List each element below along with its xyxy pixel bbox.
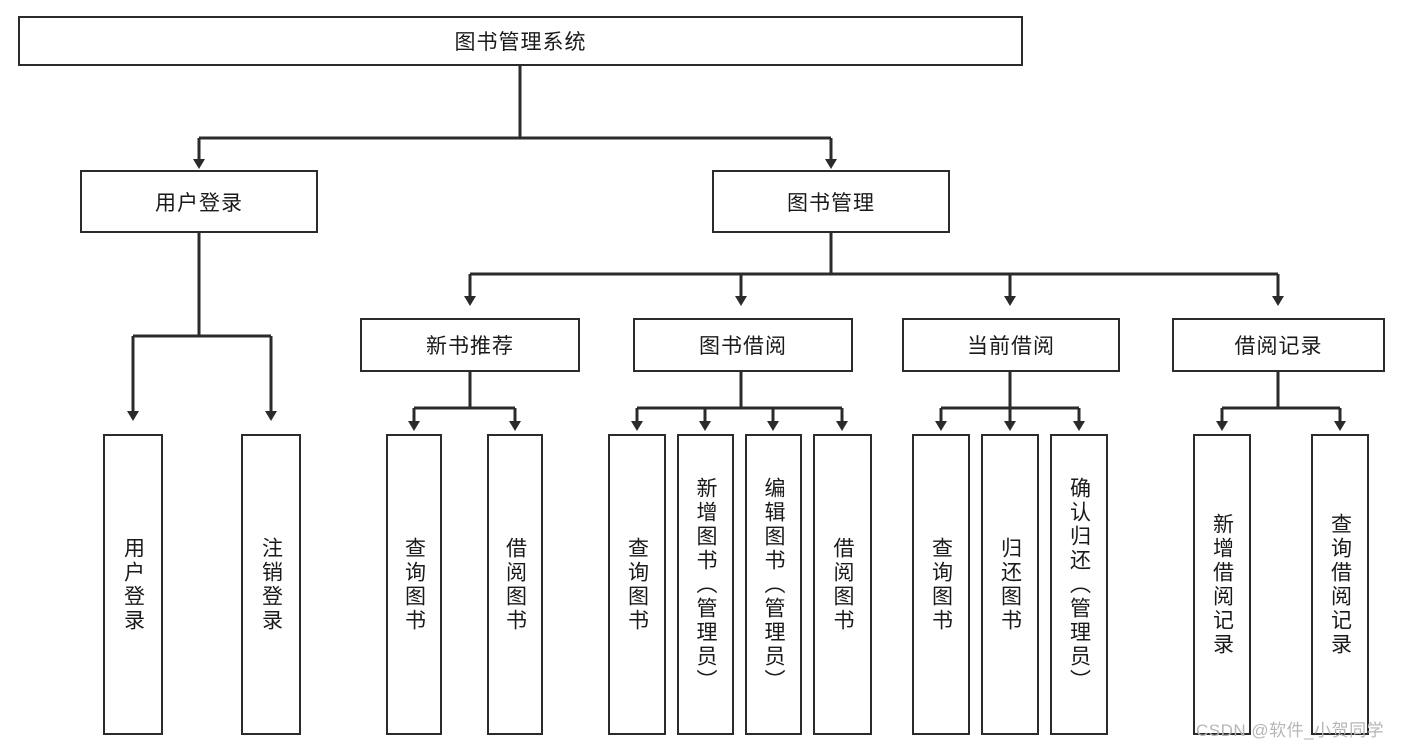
leaf-query-record[interactable]: 查询借阅记录 [1311,434,1369,735]
leaf-query-book-2[interactable]: 查询图书 [608,434,666,735]
node-book-borrow[interactable]: 图书借阅 [633,318,853,372]
node-label: 新增图书（管理员） [694,476,717,693]
node-label: 归还图书 [998,536,1022,633]
node-label: 用户登录 [121,536,145,633]
node-book-management[interactable]: 图书管理 [712,170,950,233]
watermark-text: CSDN @软件_小贺同学 [1196,721,1385,740]
leaf-add-record[interactable]: 新增借阅记录 [1193,434,1251,735]
leaf-edit-book[interactable]: 编辑图书（管理员） [745,434,802,735]
leaf-add-book[interactable]: 新增图书（管理员） [677,434,734,735]
node-label: 当前借阅 [967,335,1055,358]
node-current-borrow[interactable]: 当前借阅 [902,318,1120,372]
leaf-query-book-1[interactable]: 查询图书 [386,434,442,735]
leaf-borrow-book-2[interactable]: 借阅图书 [813,434,872,735]
node-label: 用户登录 [155,191,243,215]
leaf-return-book[interactable]: 归还图书 [981,434,1039,735]
leaf-confirm-return[interactable]: 确认归还（管理员） [1050,434,1108,735]
node-label: 查询图书 [929,536,953,633]
node-book-management-system[interactable]: 图书管理系统 [18,16,1023,66]
node-label: 新增借阅记录 [1210,512,1234,657]
node-label: 编辑图书（管理员） [762,476,785,693]
node-label: 确认归还（管理员） [1067,476,1091,693]
node-label: 图书管理 [787,191,875,215]
node-borrow-record[interactable]: 借阅记录 [1172,318,1385,372]
leaf-query-book-3[interactable]: 查询图书 [912,434,970,735]
node-label: 新书推荐 [426,335,514,358]
node-label: 借阅记录 [1234,335,1323,358]
leaf-logout-login[interactable]: 注销登录 [241,434,301,735]
leaf-borrow-book-1[interactable]: 借阅图书 [487,434,543,735]
node-label: 借阅图书 [831,536,854,633]
leaf-user-login[interactable]: 用户登录 [103,434,163,735]
node-label: 查询图书 [625,536,649,633]
node-label: 查询借阅记录 [1328,512,1352,657]
node-label: 图书借阅 [699,335,787,358]
node-label: 查询图书 [402,536,426,633]
csdn-watermark: CSDN @软件_小贺同学 [1196,716,1384,741]
node-label: 借阅图书 [503,536,527,633]
node-label: 图书管理系统 [454,31,587,54]
node-label: 注销登录 [259,536,283,633]
node-new-book-recommend[interactable]: 新书推荐 [360,318,580,372]
node-user-login[interactable]: 用户登录 [80,170,318,233]
